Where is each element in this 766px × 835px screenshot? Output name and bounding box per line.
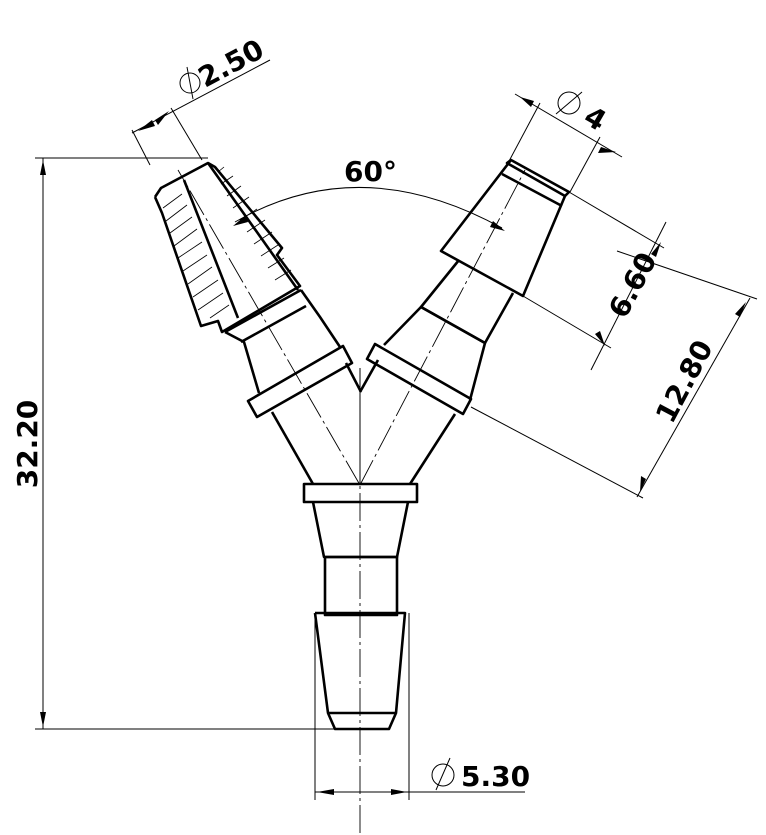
dim-overall-height: 32.20 [11,157,335,730]
dim-stem-diameter: 5.30 [314,613,530,800]
overall-height-label: 32.20 [11,400,44,489]
left-branch-diameter-label: 2.50 [193,33,269,95]
right-branch-diameter-label: 4 [579,99,612,137]
diameter-symbol-icon [431,757,455,791]
dim-barb-length: 6.60 [522,191,667,371]
barb-length-label: 6.60 [602,247,664,323]
right-branch [358,158,571,485]
diameter-symbol-icon [555,91,583,115]
branch-length-label: 12.80 [649,335,720,429]
dim-right-branch-diameter: 4 [507,91,623,193]
stem [302,482,419,731]
stem-diameter-label: 5.30 [461,760,530,793]
dim-left-branch-diameter: 2.50 [131,33,271,166]
dim-branch-angle: 60° [233,155,505,231]
diameter-symbol-icon [179,66,201,100]
branch-angle-label: 60° [344,155,397,188]
left-branch [153,161,363,485]
section-hatch [162,166,292,319]
